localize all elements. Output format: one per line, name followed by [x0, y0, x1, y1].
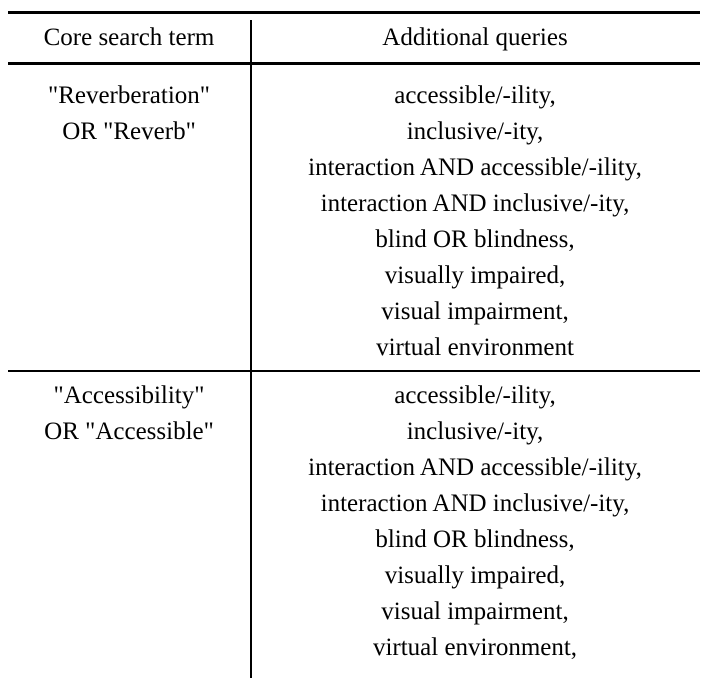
query-line: interaction AND accessible/-ility,: [308, 454, 642, 481]
query-line: accessible/-ility,: [394, 82, 556, 109]
column-divider-body: [250, 65, 252, 678]
query-line: visually impaired,: [384, 562, 566, 589]
table-header-rule: [8, 62, 700, 65]
query-line: visual impairment,: [381, 298, 569, 325]
query-line: accessible/-ility,: [394, 382, 556, 409]
query-line: virtual environment: [376, 334, 574, 361]
query-line: interaction AND inclusive/-ity,: [320, 490, 630, 517]
column-divider-header: [250, 20, 252, 62]
query-line: blind OR blindness,: [375, 526, 575, 553]
table-row: "Accessibility" OR "Accessible" accessib…: [8, 378, 700, 666]
query-line: visually impaired,: [384, 262, 566, 289]
table-header-row: Core search term Additional queries: [8, 14, 700, 62]
core-term-line: OR "Reverb": [62, 118, 196, 145]
query-line: blind OR blindness,: [375, 226, 575, 253]
table-row-separator-rule: [8, 370, 700, 372]
additional-queries-cell: accessible/-ility, inclusive/-ity, inter…: [250, 78, 700, 366]
query-line: interaction AND accessible/-ility,: [308, 154, 642, 181]
column-header-core-search-term: Core search term: [43, 24, 215, 51]
core-term-line: "Accessibility": [53, 382, 205, 409]
query-line: interaction AND inclusive/-ity,: [320, 190, 630, 217]
query-line: inclusive/-ity,: [406, 118, 544, 145]
core-term-line: "Reverberation": [47, 82, 210, 109]
query-line: visual impairment,: [381, 598, 569, 625]
core-search-term-cell: "Reverberation" OR "Reverb": [8, 78, 250, 150]
query-line: virtual environment,: [372, 634, 578, 661]
core-term-line: OR "Accessible": [44, 418, 214, 445]
column-header-additional-queries: Additional queries: [382, 24, 568, 51]
additional-queries-cell: accessible/-ility, inclusive/-ity, inter…: [250, 378, 700, 666]
core-search-term-cell: "Accessibility" OR "Accessible": [8, 378, 250, 450]
table-row: "Reverberation" OR "Reverb" accessible/-…: [8, 78, 700, 366]
table-top-rule: [8, 11, 700, 14]
query-line: inclusive/-ity,: [406, 418, 544, 445]
